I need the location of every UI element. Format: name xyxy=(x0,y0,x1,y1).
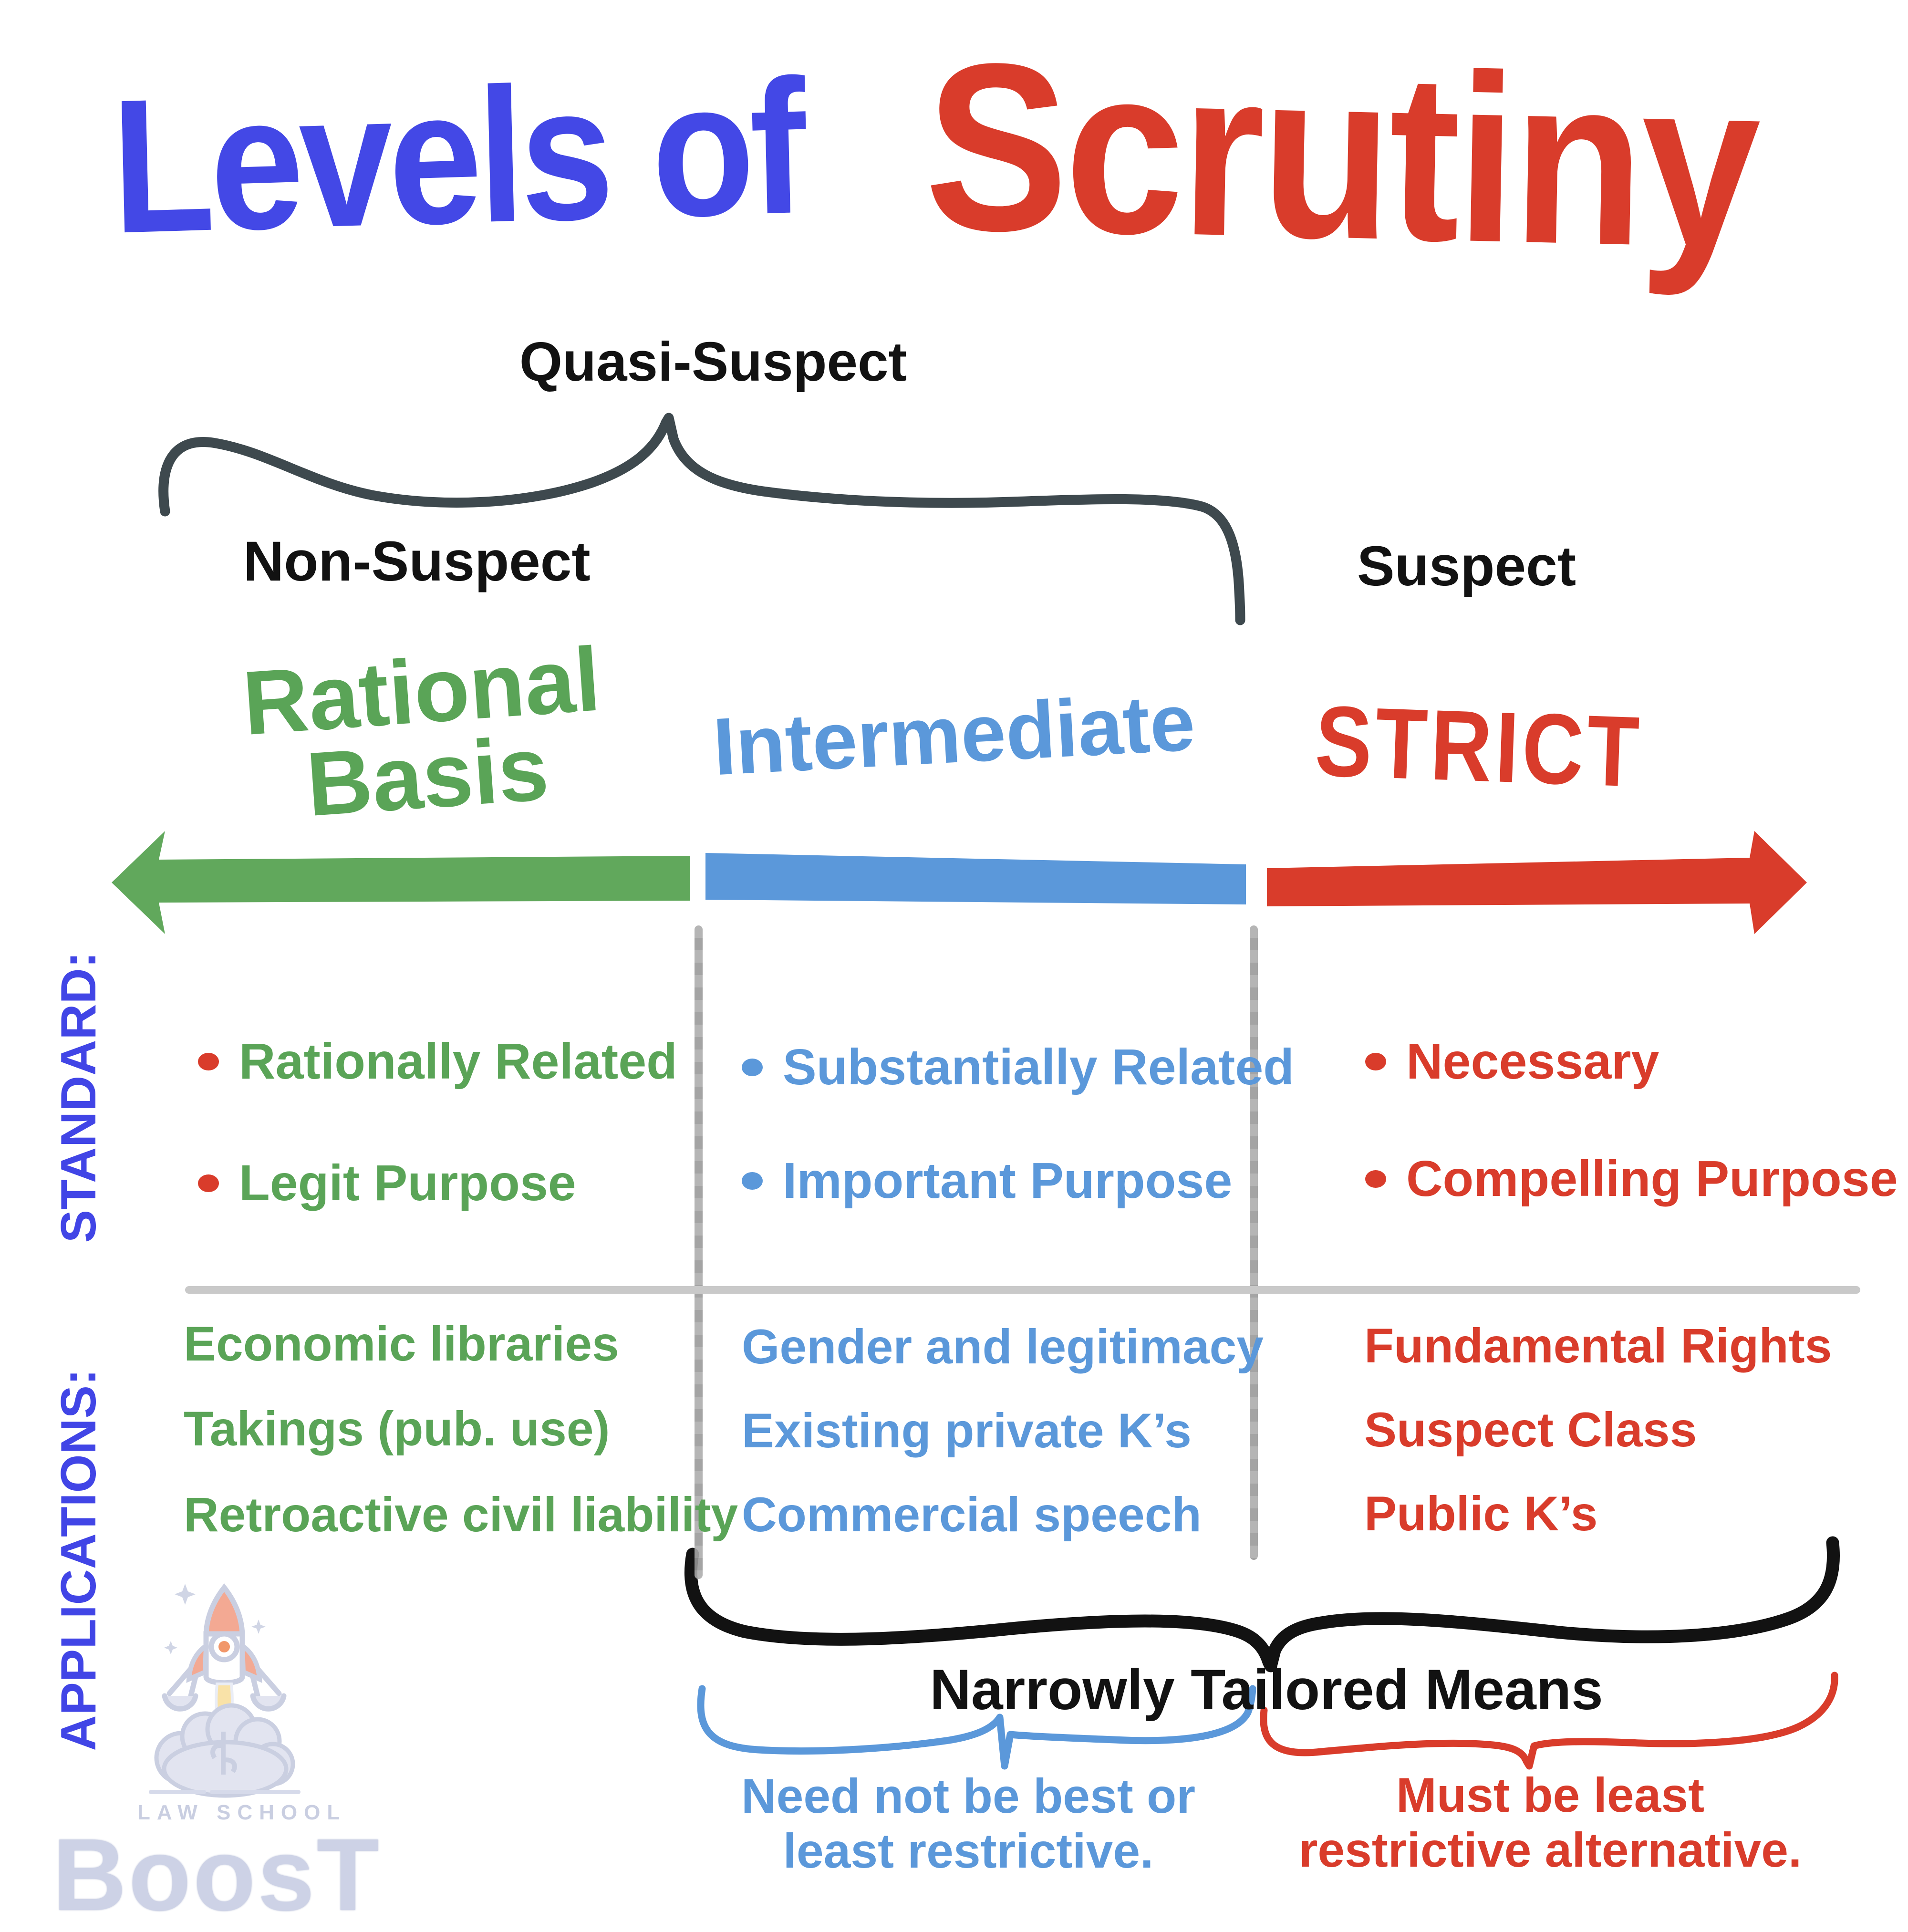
column-divider-right xyxy=(1250,925,1258,1560)
standard-item-label: Rationally Related xyxy=(239,1033,677,1090)
application-item: Fundamental Rights xyxy=(1364,1319,1832,1373)
column-heading-intermediate: Intermediate xyxy=(711,676,1197,793)
application-item: Existing private K’s xyxy=(742,1403,1192,1458)
application-item: Gender and legitimacy xyxy=(742,1319,1264,1374)
side-label-applications: APPLICATIONS: xyxy=(51,1369,106,1751)
standard-item-label: Compelling Purpose xyxy=(1406,1151,1898,1207)
rocket-icon xyxy=(186,1583,262,1740)
application-item: Takings (pub. use) xyxy=(184,1402,610,1456)
standard-item: Compelling Purpose xyxy=(1365,1153,1898,1204)
standard-item-label: Necessary xyxy=(1406,1033,1659,1090)
application-item: Commercial speech xyxy=(742,1487,1202,1542)
standard-item: Necessary xyxy=(1365,1036,1659,1087)
application-item: Suspect Class xyxy=(1364,1402,1697,1457)
standard-item: Legit Purpose xyxy=(198,1158,576,1208)
arrow-segment-rational-basis xyxy=(112,831,690,934)
logo-boost-text: BoosT xyxy=(52,1817,381,1932)
standard-item-label: Important Purpose xyxy=(783,1153,1233,1209)
launch-ground-icon xyxy=(149,1790,301,1794)
sparkle-icon xyxy=(164,1584,266,1654)
page-title-levels-of: Levels of xyxy=(109,39,804,273)
application-item: Retroactive civil liability xyxy=(184,1487,738,1542)
brain-cloud-icon xyxy=(154,1703,295,1798)
intermediate-note: Need not be best or least restrictive. xyxy=(706,1769,1231,1879)
side-label-standard: STANDARD: xyxy=(51,951,106,1243)
strict-note: Must be least restrictive alternative. xyxy=(1288,1768,1813,1878)
label-non-suspect: Non-Suspect xyxy=(243,530,591,593)
bullet-dot-icon xyxy=(198,1174,219,1192)
law-school-boost-logo xyxy=(149,1583,301,1798)
column-divider-left xyxy=(695,925,703,1579)
bullet-dot-icon xyxy=(1365,1052,1386,1070)
bullet-dot-icon xyxy=(198,1052,219,1070)
narrowly-tailored-brace-icon xyxy=(684,1536,1840,1672)
standard-item-label: Substantially Related xyxy=(783,1039,1295,1095)
application-item: Economic libraries xyxy=(184,1317,619,1371)
arrow-segment-intermediate xyxy=(705,853,1246,904)
arrow-segment-strict xyxy=(1267,831,1807,934)
narrowly-tailored-label: Narrowly Tailored Means xyxy=(930,1658,1603,1722)
page-title-scrutiny: Scrutiny xyxy=(923,12,1760,298)
scales-icon xyxy=(162,1655,287,1712)
strict-note-line1: Must be least xyxy=(1396,1768,1705,1822)
logo-law-school-text: LAW SCHOOL xyxy=(137,1801,347,1824)
label-quasi-suspect: Quasi-Suspect xyxy=(519,331,907,393)
standard-item: Rationally Related xyxy=(198,1036,677,1087)
label-suspect: Suspect xyxy=(1357,535,1576,598)
column-heading-strict: STRICT xyxy=(1313,685,1644,808)
intermediate-note-line2: least restrictive. xyxy=(783,1824,1154,1879)
intermediate-note-line1: Need not be best or xyxy=(741,1769,1196,1823)
column-heading-rational-basis: Rational Basis xyxy=(205,628,645,835)
strict-note-line2: restrictive alternative. xyxy=(1298,1823,1802,1878)
application-item: Public K’s xyxy=(1364,1486,1598,1541)
standard-item: Important Purpose xyxy=(742,1155,1232,1206)
standard-item-label: Legit Purpose xyxy=(239,1155,576,1211)
bullet-dot-icon xyxy=(742,1058,763,1076)
spectrum-arrow-icon xyxy=(112,831,1807,934)
standard-item: Substantially Related xyxy=(742,1042,1294,1092)
bullet-dot-icon xyxy=(1365,1170,1386,1188)
standard-applications-divider xyxy=(185,1286,1860,1294)
bullet-dot-icon xyxy=(742,1172,763,1190)
